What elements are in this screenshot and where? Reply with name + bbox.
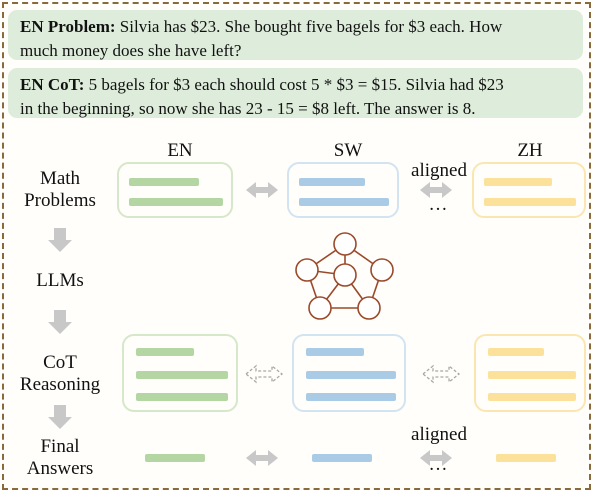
double-arrow-icon (246, 182, 278, 198)
text-line-bar (484, 198, 576, 206)
stage-math-line1: Math (39, 168, 81, 189)
stage-math-problems: Math Problems (14, 168, 106, 212)
down-arrow-icon (48, 228, 72, 252)
stage-llms: LLMs (36, 270, 84, 291)
text-line-bar (129, 198, 223, 206)
final-answer-zh (496, 454, 556, 462)
text-line-bar (488, 371, 576, 379)
column-sw: SW (333, 140, 363, 161)
cot-card-en (122, 334, 238, 412)
stage-final-answers: Final Answers (14, 436, 106, 480)
stage-final-line2: Answers (26, 458, 94, 479)
problem-card-zh (472, 162, 586, 218)
down-arrow-icon (48, 310, 72, 334)
problem-box: EN Problem: Silvia has $23. She bought f… (8, 10, 583, 60)
cot-card-sw (292, 334, 406, 412)
down-arrow-icon (48, 405, 72, 429)
double-arrow-icon (246, 450, 278, 466)
cot-box: EN CoT: 5 bagels for $3 each should cost… (8, 68, 583, 118)
text-line-bar (306, 348, 364, 356)
text-line-bar (488, 393, 576, 401)
aligned-label-top: aligned (411, 160, 467, 181)
column-zh: ZH (517, 140, 543, 161)
stage-cot-reasoning: CoT Reasoning (14, 352, 106, 396)
text-line-bar (306, 371, 396, 379)
stage-final-line1: Final (40, 436, 80, 457)
text-line-bar (136, 348, 194, 356)
double-arrow-icon (420, 182, 452, 198)
dashed-double-arrow-icon (244, 364, 284, 384)
problem-label: EN Problem: (20, 17, 116, 36)
dashed-double-arrow-icon (421, 364, 461, 384)
text-line-bar (136, 393, 228, 401)
cot-label: EN CoT: (20, 75, 85, 94)
aligned-label-bottom: aligned (411, 424, 467, 445)
double-arrow-icon (420, 450, 452, 466)
text-line-bar (299, 178, 365, 186)
text-line-bar (299, 198, 389, 206)
problem-text-line1: Silvia has $23. She bought five bagels f… (115, 17, 503, 36)
text-line-bar (129, 178, 199, 186)
text-line-bar (136, 371, 228, 379)
column-en: EN (167, 140, 193, 161)
stage-math-line2: Problems (24, 190, 96, 211)
cot-card-zh (474, 334, 586, 412)
network-icon (295, 232, 394, 320)
final-answer-sw (312, 454, 372, 462)
problem-card-sw (287, 162, 399, 218)
text-line-bar (306, 393, 396, 401)
text-line-bar (488, 348, 544, 356)
text-line-bar (484, 178, 552, 186)
cot-text-line2: in the beginning, so now she has 23 - 15… (20, 99, 476, 118)
ellipsis-top: … (428, 194, 448, 215)
cot-text-line1: 5 bagels for $3 each should cost 5 * $3 … (84, 75, 504, 94)
stage-cot-line2: Reasoning (19, 374, 101, 395)
problem-text-line2: much money does she have left? (20, 41, 242, 60)
stage-cot-line1: CoT (43, 352, 77, 373)
final-answer-en (145, 454, 205, 462)
problem-card-en (117, 162, 233, 218)
